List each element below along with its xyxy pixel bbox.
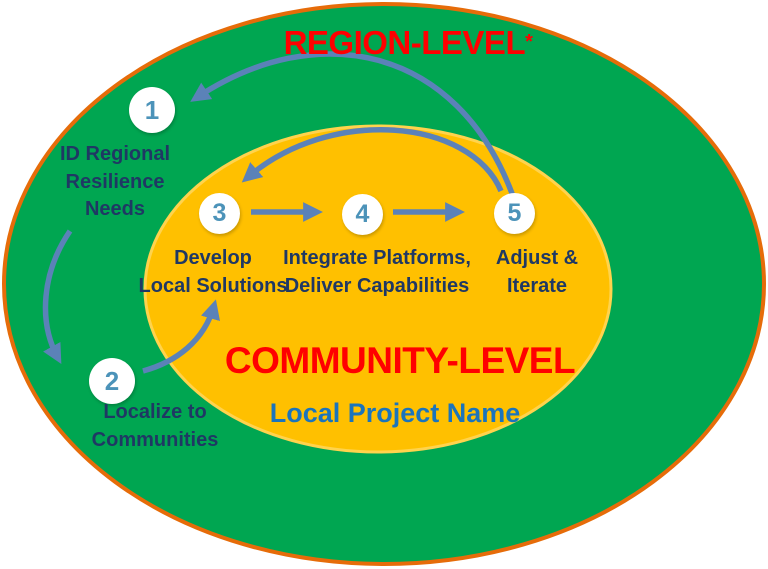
local-project-name: Local Project Name bbox=[269, 398, 521, 428]
step-circle-5: 5 bbox=[494, 193, 535, 234]
step-circle-3: 3 bbox=[199, 193, 240, 234]
region-level-title-text: REGION-LEVEL bbox=[283, 24, 526, 61]
arrow-step-5-to-step-1 bbox=[190, 51, 516, 197]
step-label-4: Integrate Platforms, Deliver Capabilitie… bbox=[283, 247, 471, 297]
step-label-3: Develop Local Solutions bbox=[138, 247, 288, 297]
step-label-5: Adjust & Iterate bbox=[495, 247, 579, 297]
arrow-step-2-to-step-3 bbox=[142, 299, 220, 374]
step-circle-1: 1 bbox=[129, 87, 175, 133]
step-number-1: 1 bbox=[144, 94, 160, 125]
step-number-2: 2 bbox=[104, 365, 120, 396]
arrow-step-1-to-step-2 bbox=[42, 229, 73, 365]
step-circle-4: 4 bbox=[342, 194, 383, 235]
step-number-4: 4 bbox=[355, 200, 370, 228]
step-circle-2: 2 bbox=[89, 358, 135, 404]
step-label-2: Localize to Communities bbox=[91, 401, 219, 451]
region-level-asterisk: * bbox=[525, 31, 533, 53]
community-level-title: COMMUNITY-LEVEL bbox=[224, 340, 576, 381]
step-label-1: ID Regional Resilience Needs bbox=[59, 143, 171, 221]
step-number-3: 3 bbox=[212, 199, 227, 227]
arrow-step-5-to-step-3 bbox=[241, 127, 504, 193]
step-number-5: 5 bbox=[507, 199, 522, 227]
region-level-title: REGION-LEVEL* bbox=[284, 24, 533, 62]
